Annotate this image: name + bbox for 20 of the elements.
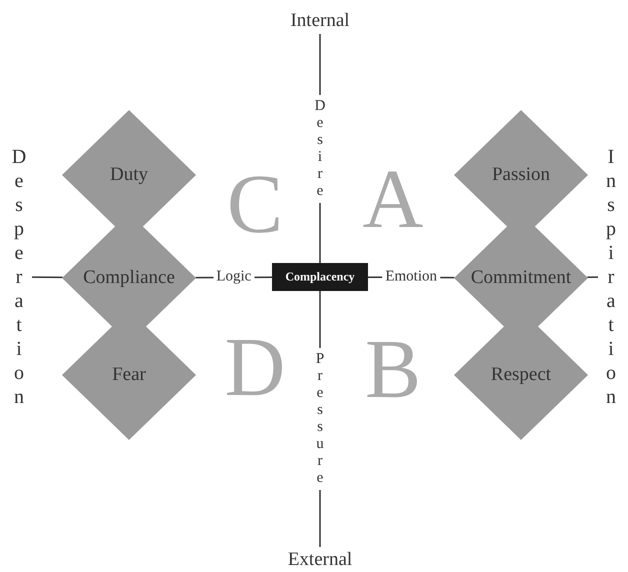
node-label: Respect (490, 364, 552, 386)
axis-label: Inspiration (606, 145, 616, 409)
connector-line (587, 276, 598, 278)
quadrant-letter: D (224, 326, 286, 410)
node-label: Passion (492, 164, 550, 186)
process-box: Complacency (272, 263, 368, 291)
node-label: Commitment (470, 267, 572, 289)
edge-label: Pressure (314, 348, 326, 490)
node-label: Fear (112, 364, 146, 386)
quadrant-letter: C (226, 163, 284, 247)
quadrant-letter: B (364, 328, 422, 412)
edge-label: Desire (312, 94, 328, 202)
quadrant-letter: A (362, 158, 424, 242)
axis-label: Desperation (12, 145, 26, 409)
node-label: Compliance (83, 267, 175, 289)
node-label: Duty (110, 164, 148, 186)
axis-label: External (288, 549, 352, 571)
connector-line (32, 276, 63, 278)
edge-label: Logic (213, 268, 254, 287)
axis-label: Internal (290, 10, 350, 32)
